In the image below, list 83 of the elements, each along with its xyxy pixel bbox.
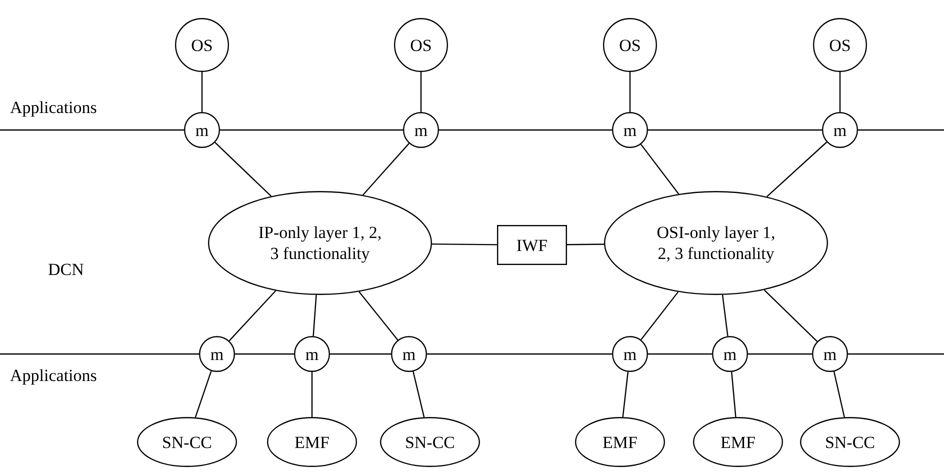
connector-line: [848, 353, 944, 355]
ellipse-node: [693, 417, 783, 467]
node-label: SN-CC: [162, 432, 212, 452]
connector-line: [330, 353, 391, 355]
connector-line: [312, 294, 317, 336]
box-node: [497, 225, 567, 265]
ellipse-node: [267, 417, 357, 467]
circle-node: [394, 18, 448, 72]
layer-label: DCN: [48, 260, 84, 280]
circle-node: [199, 336, 235, 372]
connector-line: [648, 129, 822, 131]
connector-line: [420, 72, 422, 112]
node-label: m: [402, 344, 416, 364]
circle-node: [391, 336, 427, 372]
node-label: IP-only layer 1, 2, 3 functionality: [257, 222, 383, 264]
node-label: m: [833, 120, 847, 140]
node-label: m: [414, 120, 428, 140]
connector-line: [412, 371, 425, 418]
connector-line: [220, 129, 403, 131]
circle-node: [712, 336, 748, 372]
node-label: OS: [410, 34, 432, 56]
ellipse-node: [575, 417, 665, 467]
layer-label: Applications: [10, 98, 97, 118]
node-label: OSI-only layer 1, 2, 3 functionality: [656, 222, 776, 264]
node-label: m: [210, 344, 224, 364]
connector-line: [228, 290, 276, 342]
node-label: SN-CC: [824, 432, 876, 452]
circle-node: [812, 336, 848, 372]
connector-line: [629, 72, 631, 112]
connector-line: [766, 142, 828, 198]
connector-line: [0, 353, 199, 355]
connector-line: [839, 72, 841, 112]
connector-line: [640, 144, 680, 194]
circle-node: [822, 112, 858, 148]
ellipse-node: [380, 417, 480, 467]
layer-label: Applications: [10, 366, 97, 386]
node-label: OS: [829, 34, 851, 56]
node-label: OS: [619, 34, 641, 56]
connector-line: [311, 372, 313, 417]
connector-line: [214, 142, 272, 197]
node-label: EMF: [294, 432, 330, 452]
connector-line: [640, 292, 679, 340]
connector-line: [362, 143, 410, 196]
node-label: m: [195, 120, 209, 140]
node-label: m: [823, 344, 837, 364]
connector-line: [439, 129, 612, 131]
connector-line: [567, 244, 604, 246]
ellipse-node: [800, 417, 900, 467]
circle-node: [294, 336, 330, 372]
circle-node: [403, 112, 439, 148]
circle-node: [813, 18, 867, 72]
node-label: m: [623, 120, 637, 140]
circle-node: [612, 112, 648, 148]
connector-line: [194, 370, 212, 418]
node-label: m: [723, 344, 737, 364]
circle-node: [603, 18, 657, 72]
ellipse-node: [137, 417, 237, 467]
connector-line: [432, 243, 497, 246]
connector-line: [427, 353, 612, 355]
ellipse-node: [604, 191, 828, 295]
node-label: SN-CC: [404, 432, 456, 452]
connector-line: [648, 353, 712, 355]
connector-line: [764, 290, 818, 342]
circle-node: [175, 18, 229, 72]
node-label: m: [305, 344, 319, 364]
node-label: EMF: [602, 432, 638, 452]
connector-line: [748, 353, 812, 355]
node-label: IWF: [516, 234, 548, 256]
connector-line: [0, 129, 184, 131]
connector-line: [358, 291, 398, 340]
connector-line: [731, 372, 736, 418]
connector-line: [722, 294, 728, 336]
connector-line: [833, 371, 845, 418]
circle-node: [612, 336, 648, 372]
node-label: m: [623, 344, 637, 364]
ellipse-node: [208, 191, 432, 295]
connector-line: [622, 372, 629, 418]
circle-node: [184, 112, 220, 148]
connector-line: [235, 353, 294, 355]
node-label: EMF: [720, 432, 756, 452]
connector-line: [858, 129, 944, 131]
node-label: OS: [191, 34, 213, 56]
connector-line: [201, 72, 203, 112]
